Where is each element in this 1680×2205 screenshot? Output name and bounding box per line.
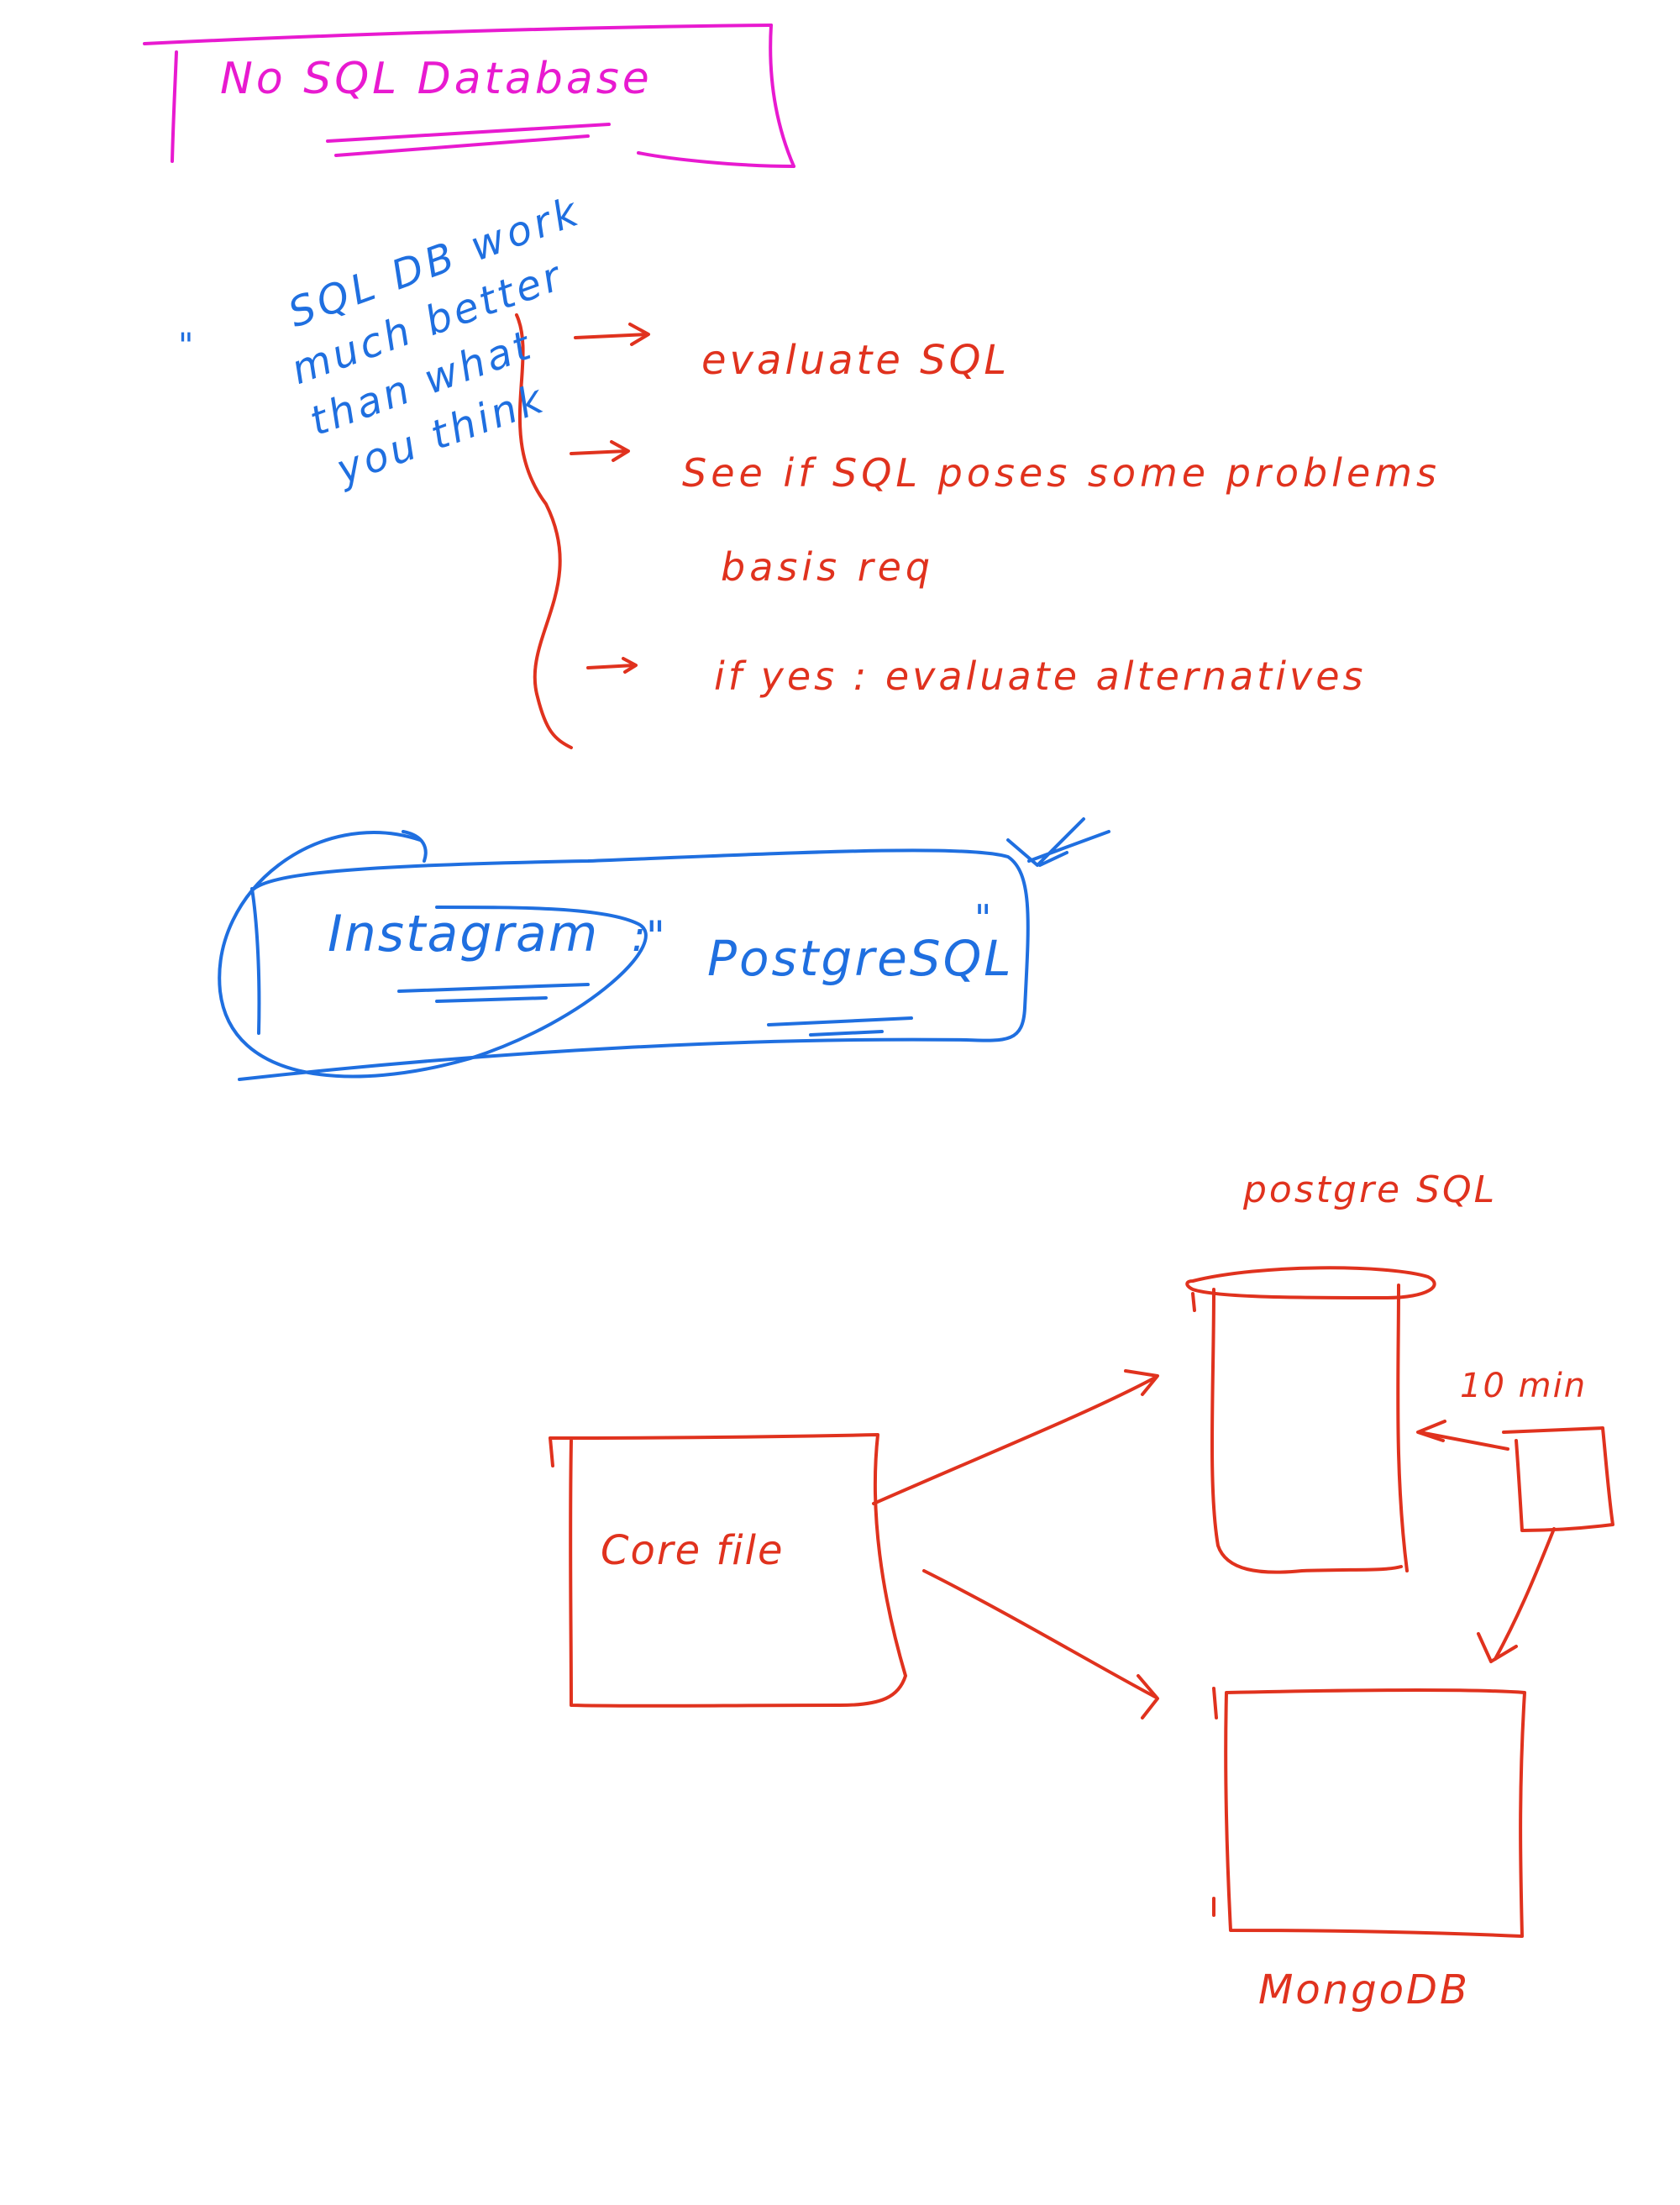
note-bracket-curve bbox=[515, 313, 573, 749]
checkmark-scribble bbox=[1006, 817, 1110, 867]
page-title: No SQL Database bbox=[220, 54, 653, 104]
mongo-label: MongoDB bbox=[1258, 1966, 1470, 2013]
flow-step-3: if yes : evaluate alternatives bbox=[714, 654, 1367, 699]
arrow-to-step1-head bbox=[628, 323, 650, 346]
flow-step-2-line-1: See if SQL poses some problems bbox=[682, 450, 1441, 496]
flow-step-1: evaluate SQL bbox=[701, 337, 1011, 384]
example-box bbox=[218, 817, 1110, 1081]
core-file-box-left-tick bbox=[549, 1436, 554, 1467]
arrow-to-step2 bbox=[570, 449, 627, 455]
arrow-to-step3 bbox=[586, 664, 636, 669]
arrow-to-step1 bbox=[574, 333, 648, 339]
architecture-diagram bbox=[549, 1266, 1614, 1938]
core-file-label: Core file bbox=[601, 1527, 785, 1574]
postgres-underline-1 bbox=[767, 1016, 913, 1026]
title-box-left-edge bbox=[171, 50, 178, 163]
instagram-underline-2 bbox=[435, 996, 548, 1003]
arrow-scheduler-to-mongo bbox=[1494, 1527, 1556, 1661]
title-box-bottom-edge bbox=[637, 151, 795, 168]
postgres-cylinder-right bbox=[1396, 1284, 1409, 1572]
postgres-cylinder-left-tick bbox=[1191, 1292, 1196, 1312]
mongo-box-left-tick bbox=[1212, 1687, 1218, 1719]
arrow-core-to-postgres bbox=[872, 1376, 1157, 1505]
note-bracket bbox=[515, 313, 650, 749]
postgres-cylinder-top bbox=[1185, 1266, 1436, 1299]
instagram-underline-1 bbox=[397, 983, 590, 993]
example-database: PostgreSQL bbox=[707, 930, 1014, 987]
postgres-underline-2 bbox=[809, 1030, 884, 1037]
title-box bbox=[143, 24, 795, 168]
example-separator: :" bbox=[632, 912, 665, 961]
title-underline-1 bbox=[326, 123, 611, 143]
title-underline-2 bbox=[334, 134, 590, 157]
interval-label: 10 min bbox=[1460, 1367, 1588, 1405]
scheduler-box bbox=[1502, 1426, 1614, 1532]
note-quote-mark: " bbox=[178, 327, 194, 365]
instagram-circle bbox=[218, 831, 648, 1079]
example-rounded-rect bbox=[238, 848, 1030, 1081]
postgres-cylinder-left bbox=[1210, 1288, 1403, 1574]
example-company: Instagram bbox=[328, 905, 600, 963]
arrow-scheduler-to-mongo-head bbox=[1477, 1632, 1518, 1663]
example-closing-quote: " bbox=[974, 897, 992, 940]
arrow-core-to-mongo-head bbox=[1137, 1674, 1159, 1719]
arrow-core-to-mongo bbox=[922, 1569, 1157, 1698]
title-box-right-edge bbox=[769, 24, 795, 168]
mongo-box bbox=[1224, 1688, 1526, 1938]
core-file-box bbox=[549, 1433, 907, 1708]
arrow-scheduler-to-postgres-head bbox=[1416, 1420, 1446, 1442]
arrow-to-step2-head bbox=[610, 440, 630, 462]
instagram-circle-tail bbox=[402, 830, 428, 863]
title-box-top-edge bbox=[143, 24, 773, 45]
flow-step-2-line-2: basis req bbox=[721, 544, 935, 590]
example-rect-left-tick bbox=[250, 887, 261, 1035]
arrow-scheduler-to-postgres bbox=[1418, 1431, 1509, 1451]
arrow-to-step3-head bbox=[622, 657, 638, 674]
postgres-label: postgre SQL bbox=[1243, 1168, 1498, 1211]
arrow-core-to-postgres-head bbox=[1124, 1369, 1159, 1396]
